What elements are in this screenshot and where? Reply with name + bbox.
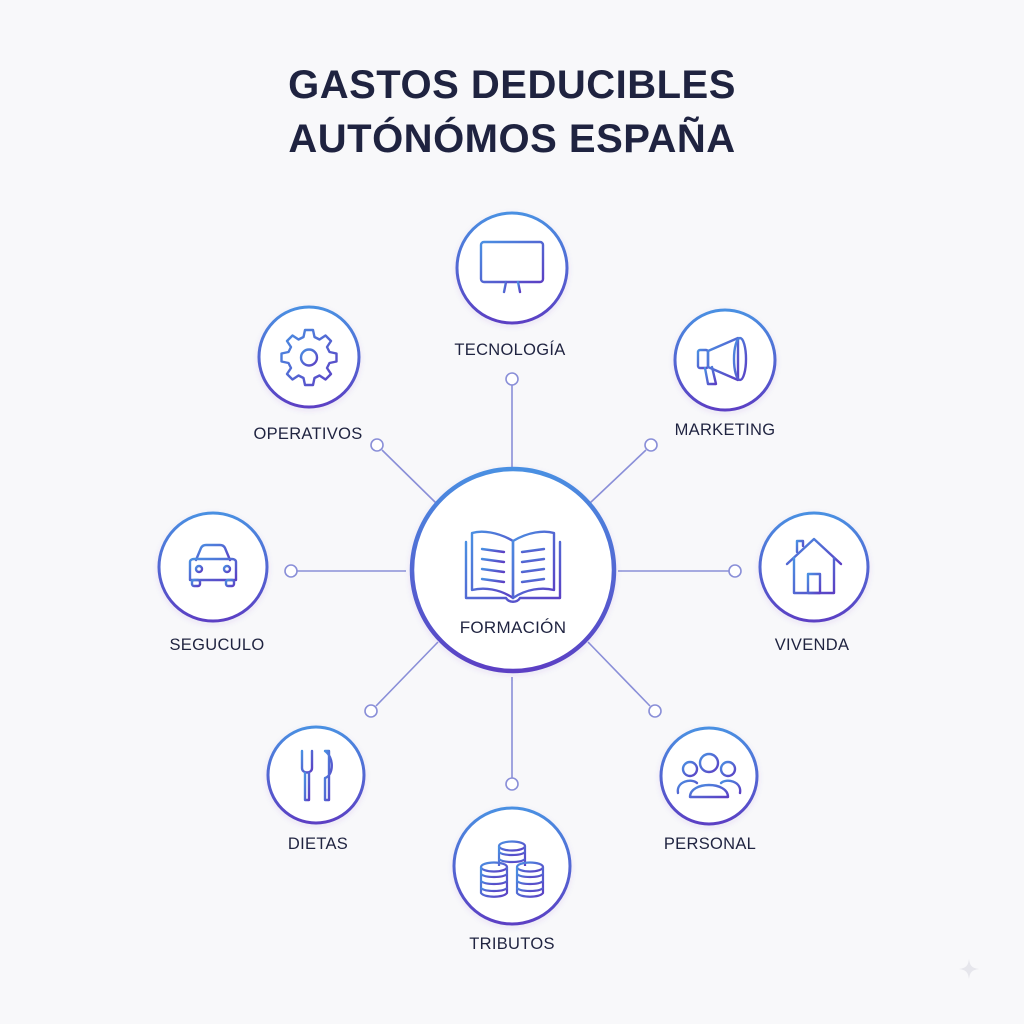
category-operativos [257, 305, 361, 409]
title-line-1: GASTOS DEDUCIBLES [288, 63, 736, 107]
house-icon [785, 537, 843, 595]
connector-operativos [381, 449, 437, 504]
label-marketing: MARKETING [674, 421, 776, 439]
connector-dietas [375, 641, 439, 707]
connector-node-vivenda [728, 564, 742, 578]
label-personal: PERSONAL [663, 835, 757, 853]
page-title: GASTOS DEDUCIBLES AUTÓNÓMOS ESPAÑA [0, 58, 1024, 166]
car-icon [188, 543, 238, 588]
label-tributos: TRIBUTOS [469, 935, 555, 953]
category-dietas [266, 725, 366, 825]
category-personal [659, 726, 759, 826]
label-dietas: DIETAS [287, 835, 349, 853]
gear-icon [280, 328, 338, 387]
connector-personal [587, 641, 651, 707]
category-marketing [673, 308, 777, 412]
title-line-2: AUTÓNÓMOS ESPAÑA [288, 117, 736, 161]
category-tecnologia [455, 211, 569, 325]
category-tributos [452, 806, 572, 926]
connector-node-seguculo [284, 564, 298, 578]
category-vivenda [758, 511, 870, 623]
fork-knife-icon [300, 749, 333, 802]
connector-node-marketing [644, 438, 658, 452]
connector-node-operativos [370, 438, 384, 452]
open-book-icon [464, 530, 562, 603]
connector-node-personal [648, 704, 662, 718]
label-seguculo: SEGUCULO [169, 636, 265, 654]
sparkle-icon [959, 959, 979, 979]
coins-stack-icon [479, 840, 545, 898]
connector-node-dietas [364, 704, 378, 718]
label-formacion: FORMACIÓN [459, 618, 567, 637]
people-group-icon [676, 752, 742, 799]
megaphone-icon [696, 336, 754, 386]
category-seguculo [157, 511, 269, 623]
label-tecnologia: TECNOLOGÍA [454, 341, 566, 359]
monitor-icon [479, 240, 545, 295]
connector-node-tributos [505, 777, 519, 791]
connectors [284, 372, 742, 791]
connector-marketing [589, 449, 647, 504]
label-operativos: OPERATIVOS [253, 425, 363, 443]
connector-node-tecnologia [505, 372, 519, 386]
center-hub [409, 466, 617, 674]
label-vivenda: VIVENDA [774, 636, 850, 654]
